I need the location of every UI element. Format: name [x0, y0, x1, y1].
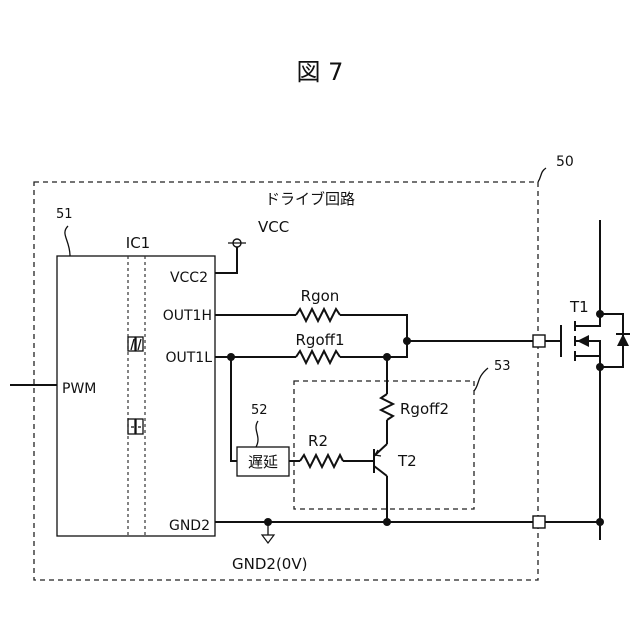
figure-title: 図 7	[297, 58, 344, 86]
pin-out1l: OUT1L	[165, 350, 212, 366]
rgon-label: Rgon	[301, 287, 340, 305]
delay-input-wire	[231, 357, 237, 461]
rgon-resistor	[296, 309, 340, 321]
ref-leader-52	[256, 421, 258, 447]
ref-51: 51	[56, 207, 73, 222]
source-terminal	[533, 516, 545, 528]
t2-pnp-transistor-icon	[374, 444, 387, 476]
r2-label: R2	[308, 432, 328, 450]
delay-label: 遅延	[248, 453, 278, 471]
gate-terminal	[533, 335, 545, 347]
rgoff1-label: Rgoff1	[296, 331, 345, 349]
body-diode-icon	[617, 334, 629, 346]
ref-52: 52	[251, 403, 268, 418]
vcc-label: VCC	[258, 218, 289, 236]
body-diode-wire	[600, 314, 623, 367]
node-t2-collector	[383, 518, 391, 526]
t2-label: T2	[397, 452, 417, 470]
ic1-label: IC1	[126, 234, 150, 252]
ground-label: GND2(0V)	[232, 555, 307, 573]
t1-label: T1	[569, 298, 589, 316]
ref-leader-53	[474, 368, 488, 391]
drive-circuit-label: ドライブ回路	[265, 190, 355, 208]
pin-out1h: OUT1H	[163, 308, 212, 324]
drive-circuit-boundary	[34, 182, 538, 580]
rgoff1-resistor	[296, 351, 340, 363]
rgoff2-resistor	[381, 394, 393, 420]
vcc2-wire	[215, 246, 237, 273]
pin-gnd2: GND2	[169, 518, 210, 534]
ground-icon	[262, 535, 274, 543]
ref-53: 53	[494, 359, 511, 374]
ref-leader-51	[65, 226, 70, 256]
ref-leader-50	[538, 168, 546, 182]
isolator-symbol-upper	[128, 337, 143, 351]
rgoff2-label: Rgoff2	[400, 400, 449, 418]
node-source-rail	[596, 518, 604, 526]
rgon-output-wire	[340, 315, 407, 357]
pin-pwm: PWM	[62, 381, 96, 397]
r2-resistor	[300, 455, 343, 467]
isolator-symbol-lower	[128, 419, 143, 434]
pin-vcc2: VCC2	[170, 270, 208, 286]
t1-mosfet-icon	[561, 314, 600, 367]
ref-50: 50	[556, 154, 574, 170]
